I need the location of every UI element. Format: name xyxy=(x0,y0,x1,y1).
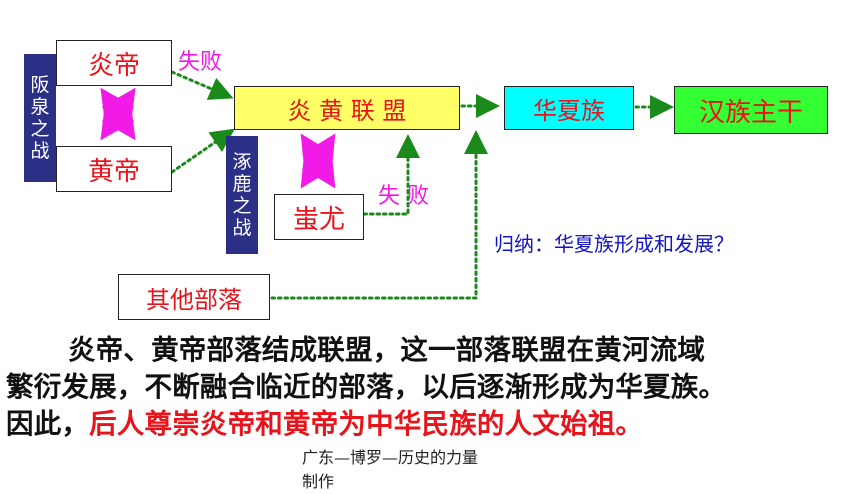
node-chiyou: 蚩尤 xyxy=(274,194,364,240)
cross-arrows-right xyxy=(300,133,336,189)
battle-zhuolu-label: 涿鹿之战 xyxy=(226,136,258,254)
huangdi-to-alliance-line xyxy=(170,128,235,174)
node-huaxia: 华夏族 xyxy=(504,86,634,130)
paragraph-line-3-prefix: 因此， xyxy=(6,408,90,440)
node-yandi: 炎帝 xyxy=(56,40,172,86)
footer-line-1: 广东—博罗—历史的力量 xyxy=(302,448,479,467)
node-huangdi: 黄帝 xyxy=(56,146,172,192)
paragraph-line-2: 繁衍发展，不断融合临近的部落，以后逐渐形成为华夏族。 xyxy=(6,371,727,403)
paragraph-line-1: 炎帝、黄帝部落结成联盟，这一部落联盟在黄河流域 xyxy=(68,334,706,366)
defeat-label-yandi: 失败 xyxy=(178,50,223,75)
summary-question: 归纳：华夏族形成和发展？ xyxy=(494,232,734,256)
defeat-label-chiyou: 失 败 xyxy=(378,184,429,209)
footer-line-2: 制作 xyxy=(302,472,335,491)
explanation-paragraph: 炎帝、黄帝部落结成联盟，这一部落联盟在黄河流域 繁衍发展，不断融合临近的部落，以… xyxy=(6,332,856,443)
footer-credit: 广东—博罗—历史的力量 制作 xyxy=(302,446,552,494)
node-other-tribes: 其他部落 xyxy=(118,274,270,320)
node-hanzu: 汉族主干 xyxy=(674,86,828,134)
cross-arrows-left xyxy=(100,87,136,141)
battle-banquan-label: 阪泉之战 xyxy=(24,54,56,182)
paragraph-line-3-highlight: 后人尊崇炎帝和黄帝为中华民族的人文始祖。 xyxy=(89,408,644,440)
node-alliance: 炎 黄 联 盟 xyxy=(234,86,460,130)
paragraph-line-3: 因此，后人尊崇炎帝和黄帝为中华民族的人文始祖。 xyxy=(6,406,856,443)
